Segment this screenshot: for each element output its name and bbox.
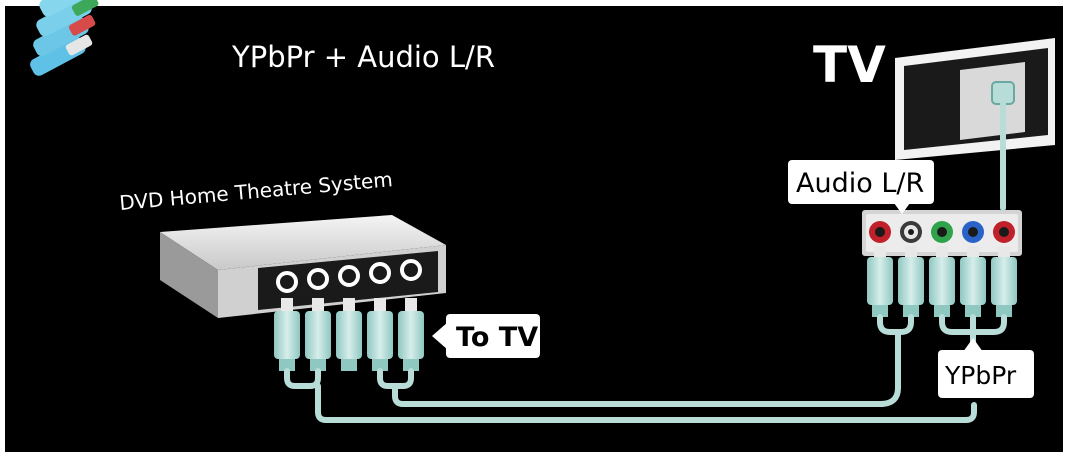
dvd-jack-1 (276, 271, 298, 293)
header-title: YPbPr + Audio L/R (231, 40, 495, 74)
tv-plug-1 (867, 246, 893, 317)
tv-input-jacks (869, 221, 1015, 243)
ypbpr-label: YPbPr (944, 361, 1017, 390)
to-tv-label: To TV (456, 322, 538, 353)
audio-lr-callout: Audio L/R (788, 160, 934, 214)
cable-dvd-audio-join (284, 368, 321, 389)
dvd-jack-5 (400, 259, 422, 281)
dvd-home-theatre-unit (160, 215, 446, 318)
dvd-plug-2 (305, 298, 331, 371)
to-tv-callout: To TV (432, 314, 540, 358)
dvd-jack-2 (307, 268, 329, 290)
dvd-plugs (274, 298, 424, 371)
tv-jack-video-red (993, 221, 1015, 243)
tv-plug-2 (898, 246, 924, 317)
dvd-plug-3 (336, 298, 362, 371)
tv-jack-audio-white (900, 221, 922, 243)
audio-lr-label: Audio L/R (796, 168, 924, 199)
tv-label: TV (813, 36, 886, 94)
dvd-plug-1 (274, 298, 300, 371)
ypbpr-callout: YPbPr (938, 338, 1034, 398)
dvd-jack-3 (338, 265, 360, 287)
tv-plugs (867, 246, 1017, 317)
tv-icon (895, 38, 1055, 160)
tv-jack-green (931, 221, 953, 243)
dvd-jack-4 (369, 262, 391, 284)
tv-jack-blue (962, 221, 984, 243)
dvd-output-jacks (276, 259, 422, 293)
cable-long-audio (315, 383, 977, 423)
component-cable-icon (30, 0, 99, 76)
tv-plug-5 (991, 246, 1017, 317)
tv-jack-audio-red (869, 221, 891, 243)
dvd-plug-5 (398, 298, 424, 371)
cables (284, 101, 1007, 423)
cable-long-video (392, 337, 901, 407)
dvd-plug-4 (367, 298, 393, 371)
tv-plug-3 (929, 246, 955, 317)
tv-plug-4 (960, 246, 986, 317)
